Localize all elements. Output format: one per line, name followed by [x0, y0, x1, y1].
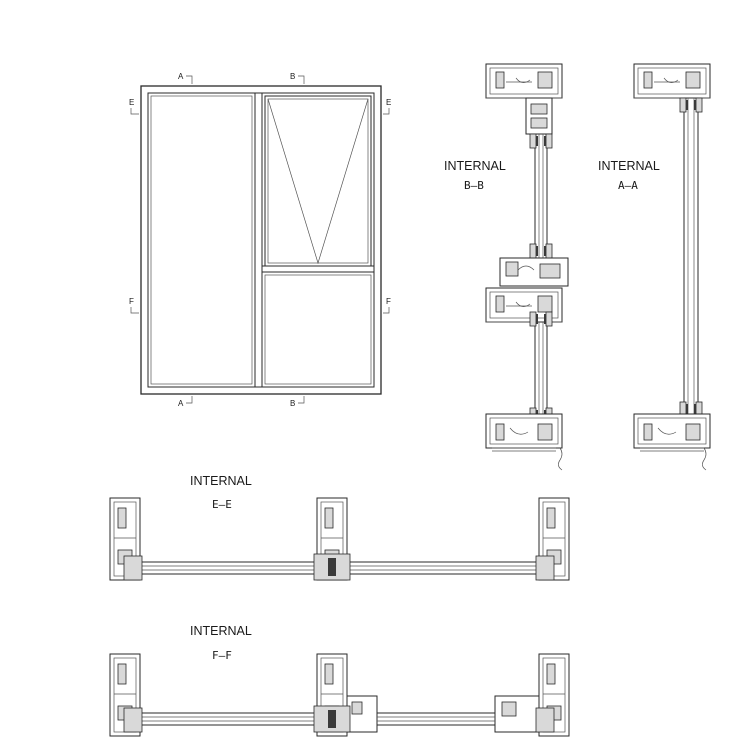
- section-marker-b-bottom: B: [290, 396, 305, 408]
- section-bb: INTERNAL B–B: [444, 63, 569, 471]
- svg-text:A: A: [178, 399, 184, 408]
- section-marker-f-left: F: [129, 297, 139, 314]
- section-marker-b-top: B: [290, 72, 305, 84]
- svg-text:F: F: [129, 297, 134, 306]
- section-ff: INTERNAL F–F: [109, 624, 570, 737]
- section-aa-title: INTERNAL: [598, 159, 660, 173]
- section-marker-a-top: A: [178, 72, 193, 84]
- svg-text:B: B: [290, 72, 295, 81]
- section-bb-code: B–B: [464, 179, 484, 192]
- svg-text:B: B: [290, 399, 295, 408]
- svg-text:F: F: [386, 297, 391, 306]
- section-ee-title: INTERNAL: [190, 474, 252, 488]
- section-bb-title: INTERNAL: [444, 159, 506, 173]
- section-aa: INTERNAL A–A: [598, 63, 711, 471]
- section-marker-e-right: E: [383, 98, 391, 115]
- section-ee: INTERNAL E–E: [109, 474, 570, 581]
- svg-text:E: E: [386, 98, 391, 107]
- section-marker-e-left: E: [129, 98, 139, 115]
- section-ee-code: E–E: [212, 498, 232, 511]
- section-ff-title: INTERNAL: [190, 624, 252, 638]
- section-aa-code: A–A: [618, 179, 638, 192]
- front-elevation: A B A B E E F F: [129, 72, 391, 408]
- svg-text:E: E: [129, 98, 134, 107]
- svg-text:A: A: [178, 72, 184, 81]
- section-marker-f-right: F: [383, 297, 391, 314]
- section-ff-code: F–F: [212, 649, 232, 662]
- section-marker-a-bottom: A: [178, 396, 193, 408]
